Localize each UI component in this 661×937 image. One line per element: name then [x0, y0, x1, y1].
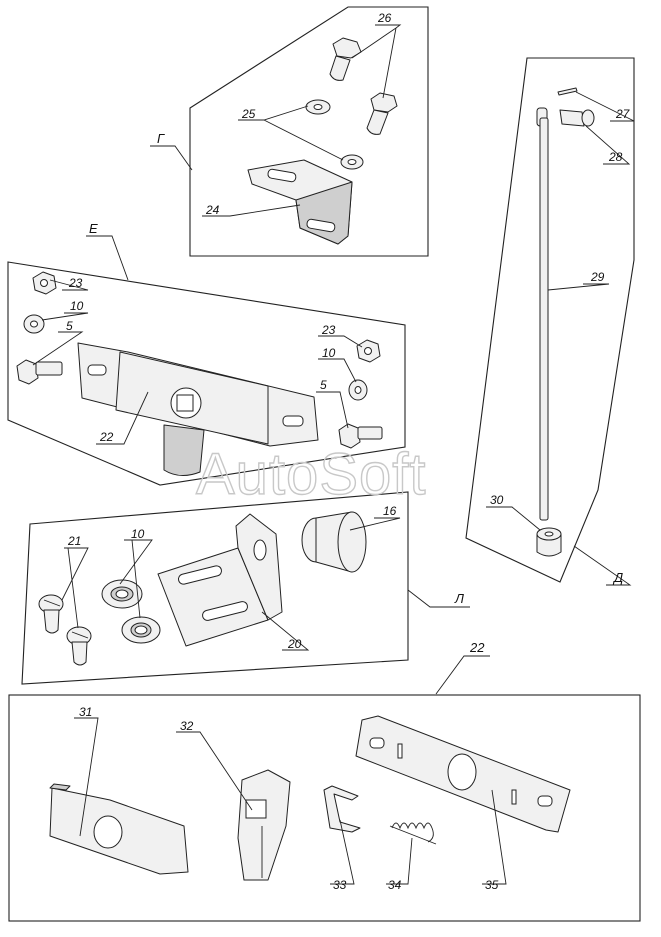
- grommet-part-10a: [101, 579, 143, 609]
- bolt-part-5b: [338, 423, 383, 449]
- view-label-l: Л: [454, 591, 464, 606]
- bolt-part-26b: [366, 92, 398, 135]
- part-label-5a: 5: [66, 319, 73, 333]
- part-label-28: 28: [608, 150, 623, 164]
- part-label-23a: 23: [68, 276, 83, 290]
- part-label-34: 34: [388, 878, 402, 892]
- cotter-pin-part-27: [557, 87, 578, 96]
- clip-part-33: [323, 785, 361, 833]
- part-label-30: 30: [490, 493, 504, 507]
- view-g-panel: [150, 6, 429, 257]
- part-label-10c: 10: [131, 527, 145, 541]
- view-e-panel: [7, 235, 406, 486]
- part-label-35: 35: [485, 878, 499, 892]
- plate-part-35: [355, 715, 571, 833]
- view-l-panel: [21, 491, 470, 685]
- rubber-bumper-part-16: [301, 511, 367, 573]
- part-label-25: 25: [241, 107, 256, 121]
- view-label-d: Д: [612, 570, 623, 585]
- part-label-24: 24: [205, 203, 220, 217]
- part-label-5b: 5: [320, 378, 327, 392]
- view-label-e: Е: [89, 221, 98, 236]
- part-label-31: 31: [79, 705, 92, 719]
- view-label-22: 22: [469, 640, 485, 655]
- screw-part-21a: [38, 594, 64, 634]
- spring-part-34: [389, 822, 437, 845]
- part-label-10b: 10: [322, 346, 336, 360]
- part-label-32: 32: [180, 719, 194, 733]
- angle-bracket-part-20: [157, 513, 283, 647]
- part-label-23b: 23: [321, 323, 336, 337]
- part-label-33: 33: [333, 878, 347, 892]
- pin-part-28: [559, 109, 595, 127]
- part-label-20: 20: [287, 637, 302, 651]
- part-label-16: 16: [383, 504, 397, 518]
- watermark-text: AutoSoft: [196, 442, 426, 507]
- bracket-part-24: [247, 159, 353, 245]
- bushing-part-30: [536, 527, 562, 557]
- lock-body-part-22: [77, 342, 319, 476]
- view-label-g: Г: [157, 131, 165, 146]
- view-d-panel: [465, 57, 635, 586]
- grommet-part-10b: [121, 616, 161, 644]
- screw-part-21b: [66, 626, 92, 666]
- rod-part-29: [536, 107, 549, 521]
- view-22-panel: [8, 655, 641, 922]
- part-label-21: 21: [67, 534, 81, 548]
- part-label-29: 29: [590, 270, 605, 284]
- part-label-10a: 10: [70, 299, 84, 313]
- lever-part-32: [237, 769, 291, 881]
- part-label-22: 22: [99, 430, 114, 444]
- part-label-27: 27: [615, 107, 631, 121]
- cover-part-31: [49, 783, 189, 875]
- bolt-part-5a: [16, 359, 63, 385]
- part-label-26: 26: [377, 11, 392, 25]
